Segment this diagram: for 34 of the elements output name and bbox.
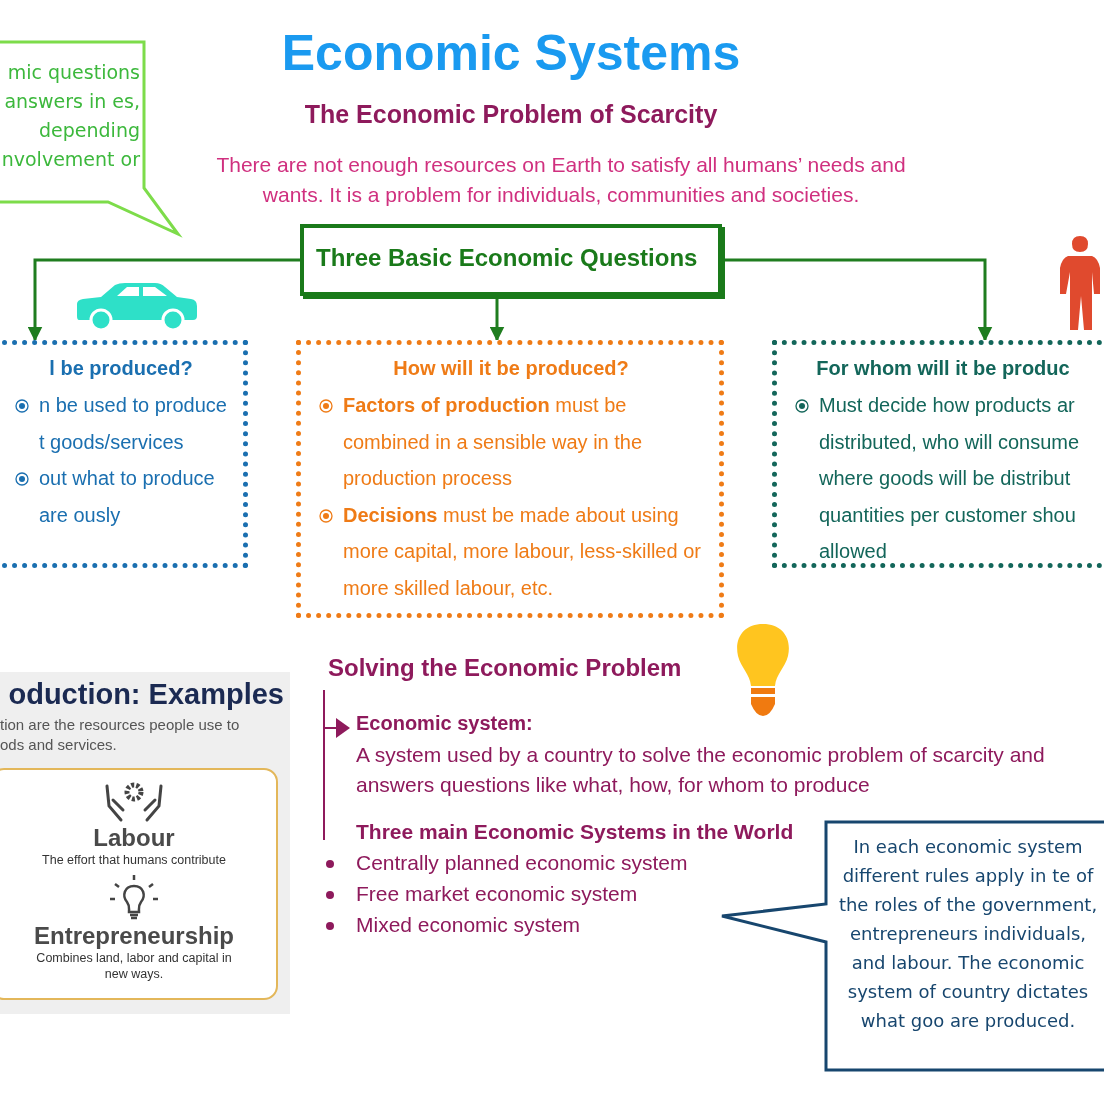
bullet-text: Decisions must be made about using more capital, more labour, less-skilled or more skilled labour, etc. (317, 496, 705, 606)
list-item: Free market economic system (356, 882, 736, 906)
subheading: The Economic Problem of Scarcity (303, 100, 719, 129)
callout-text: In each economic system different rules apply in te of the roles of the government, entrepreneurs individuals, and labour. The economic system of country dictates what goo are produced. (837, 835, 1099, 1033)
panel-text: tion are the resources people use to ods and services. (0, 715, 241, 755)
dotted-box (296, 340, 724, 618)
question-box (300, 224, 722, 296)
bullet-text: Must decide how products ar distributed, who will consume where goods will be distribut quantities per customer shou allowed (793, 387, 1093, 570)
box-heading: How will it be produced? (392, 356, 630, 381)
paragraph: There are not enough resources on Earth to satisfy all humans’ needs and wants. It is a problem for individuals, communities and societies. (215, 152, 907, 208)
title: Economic Systems (280, 24, 742, 82)
dotted-box (0, 340, 248, 568)
factor-description: Combines land, labor and capital in new ways. (35, 950, 233, 982)
factor-card (0, 768, 278, 1000)
list-item: Centrally planned economic system (356, 851, 736, 875)
panel-heading: oduction: Examples (7, 677, 285, 711)
dotted-box (772, 340, 1104, 568)
factor-name: Labour (92, 824, 176, 852)
list-heading: Three main Economic Systems in the World (356, 820, 795, 844)
arrow (489, 296, 505, 342)
heading: Three Basic Economic Questions (315, 243, 699, 273)
arrow (722, 258, 993, 342)
picture-panel (0, 672, 290, 1014)
factor-description: The effort that humans contribute (41, 852, 227, 868)
box-heading: For whom will it be produc (815, 356, 1071, 381)
list-item: Mixed economic system (356, 913, 736, 937)
factor-name: Entrepreneurship (32, 922, 235, 950)
box-heading: l be produced? (48, 356, 194, 381)
section-heading: Solving the Economic Problem (328, 654, 683, 682)
definition-text: A system used by a country to solve the economic problem of scarcity and answers questions like what, how, for whom to produce (356, 742, 1046, 798)
bullet-text: out what to produce are ously (13, 460, 229, 533)
callout-text: mic questions answers in es, depending nvolvement or (0, 60, 140, 172)
term-heading: Economic system: (356, 712, 534, 735)
arrow (27, 258, 300, 342)
